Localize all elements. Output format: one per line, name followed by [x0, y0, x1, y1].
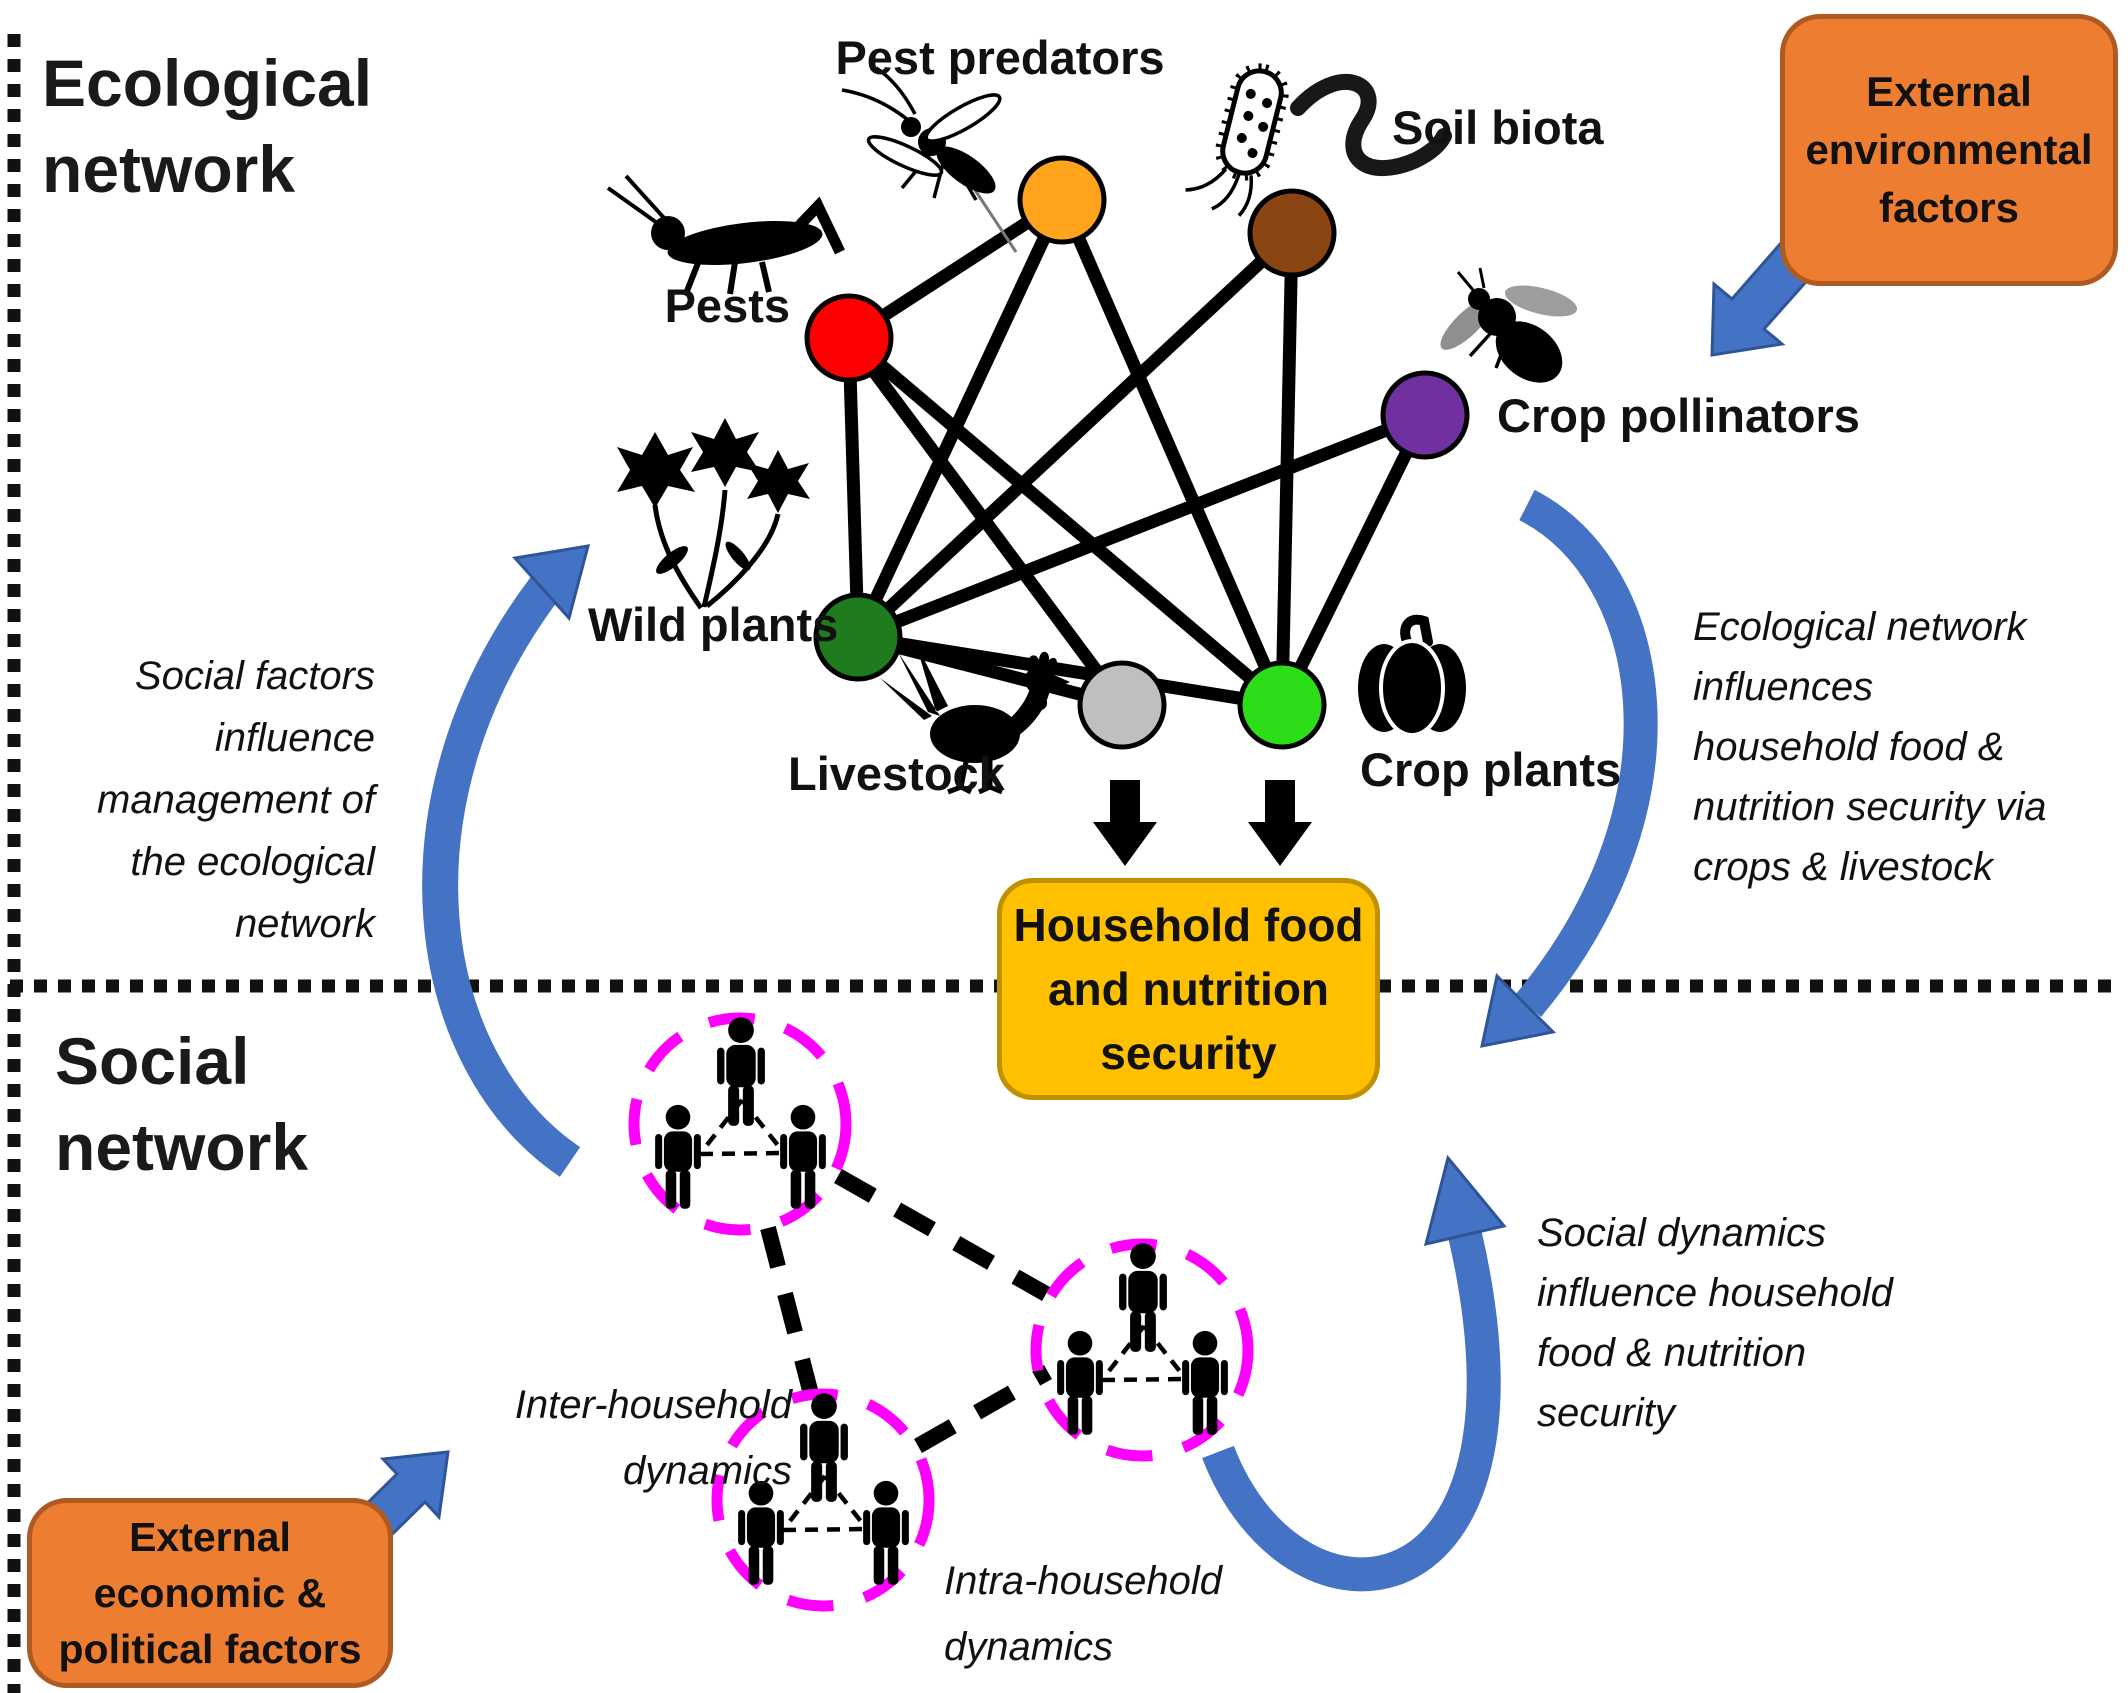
- label-soil-biota: Soil biota: [1392, 101, 1604, 154]
- intra-household-label: Intra-household dynamics: [944, 1559, 1222, 1669]
- edge-pest_predators-crop_plants: [1055, 193, 1289, 712]
- network-to-household-arrows: [1093, 780, 1312, 866]
- edge-soil_biota-wild_plants: [851, 226, 1299, 644]
- wildflower-icon: [617, 418, 810, 610]
- label-pest-predators: Pest predators: [835, 31, 1165, 84]
- down-arrow-livestock: [1093, 780, 1157, 866]
- inter-household-links: [760, 1169, 1052, 1453]
- link-h2-h3: [914, 1365, 1052, 1453]
- edge-pests-wild_plants: [842, 331, 865, 644]
- link-h1-h3: [760, 1225, 820, 1401]
- ecological-to-household-arrow: [1514, 489, 1658, 1017]
- social-dynamics-annotation: Social dynamics influence household food…: [1537, 1211, 1893, 1435]
- node-pests: [804, 293, 894, 383]
- person-icon: [780, 1104, 826, 1209]
- social-factors-annotation: Social factors influence management of t…: [97, 654, 375, 946]
- edge-wild_plants-crop_pollinators: [851, 408, 1432, 644]
- node-wild-plants: [813, 592, 903, 682]
- edge-crop_pollinators-crop_plants: [1275, 408, 1432, 712]
- pumpkin-icon: [1358, 614, 1466, 737]
- label-crop-pollinators: Crop pollinators: [1497, 389, 1860, 442]
- ecological-edges: [842, 193, 1432, 712]
- social-network-title: Social network: [55, 1024, 309, 1184]
- chicken-icon: [880, 644, 1070, 795]
- person-icon: [1182, 1330, 1228, 1435]
- wasp-icon: [841, 66, 1018, 253]
- social-to-ecological-arrowhead: [512, 544, 591, 622]
- ecological-influences-annotation: Ecological network influences household …: [1693, 605, 2047, 889]
- person-icon: [717, 1017, 765, 1126]
- person-icon: [1119, 1243, 1167, 1352]
- microbe-worm-icon: [1185, 63, 1452, 217]
- edge-pest_predators-wild_plants: [851, 193, 1069, 644]
- social-to-household-arrowhead: [1423, 1154, 1507, 1247]
- label-livestock: Livestock: [788, 747, 1005, 800]
- person-icon: [863, 1480, 909, 1585]
- label-wild-plants: Wild plants: [588, 598, 839, 651]
- down-arrow-crops: [1248, 780, 1312, 866]
- label-crop-plants: Crop plants: [1360, 743, 1622, 796]
- node-soil-biota: [1247, 188, 1337, 278]
- node-pest-predators: [1017, 155, 1107, 245]
- person-icon: [800, 1393, 848, 1502]
- household-circles: [628, 1012, 1254, 1612]
- link-h1-h2: [834, 1169, 1050, 1301]
- ecological-to-household-arrowhead: [1480, 972, 1557, 1048]
- label-pests: Pests: [664, 279, 790, 332]
- social-to-household-arrow: [1202, 1231, 1501, 1592]
- external-economic-political-factors-box: External economic & political factors: [27, 1498, 393, 1688]
- node-crop-pollinators: [1380, 370, 1470, 460]
- inter-household-label: Inter-household dynamics: [514, 1383, 792, 1493]
- edge-wild_plants-crop_plants: [851, 630, 1289, 712]
- node-crop-plants: [1237, 660, 1327, 750]
- node-livestock: [1077, 660, 1167, 750]
- edge-pests-crop_plants: [842, 331, 1289, 712]
- household-food-security-box: Household food and nutrition security: [997, 878, 1380, 1100]
- ecological-nodes: [804, 155, 1470, 750]
- social-to-ecological-arrow: [422, 577, 581, 1177]
- ecological-network-title: Ecological network: [42, 46, 373, 206]
- grasshopper-icon: [606, 174, 845, 295]
- external-environmental-factors-box: External environmental factors: [1780, 14, 2118, 286]
- worm-icon: [1290, 74, 1452, 177]
- bee-icon: [1440, 267, 1578, 383]
